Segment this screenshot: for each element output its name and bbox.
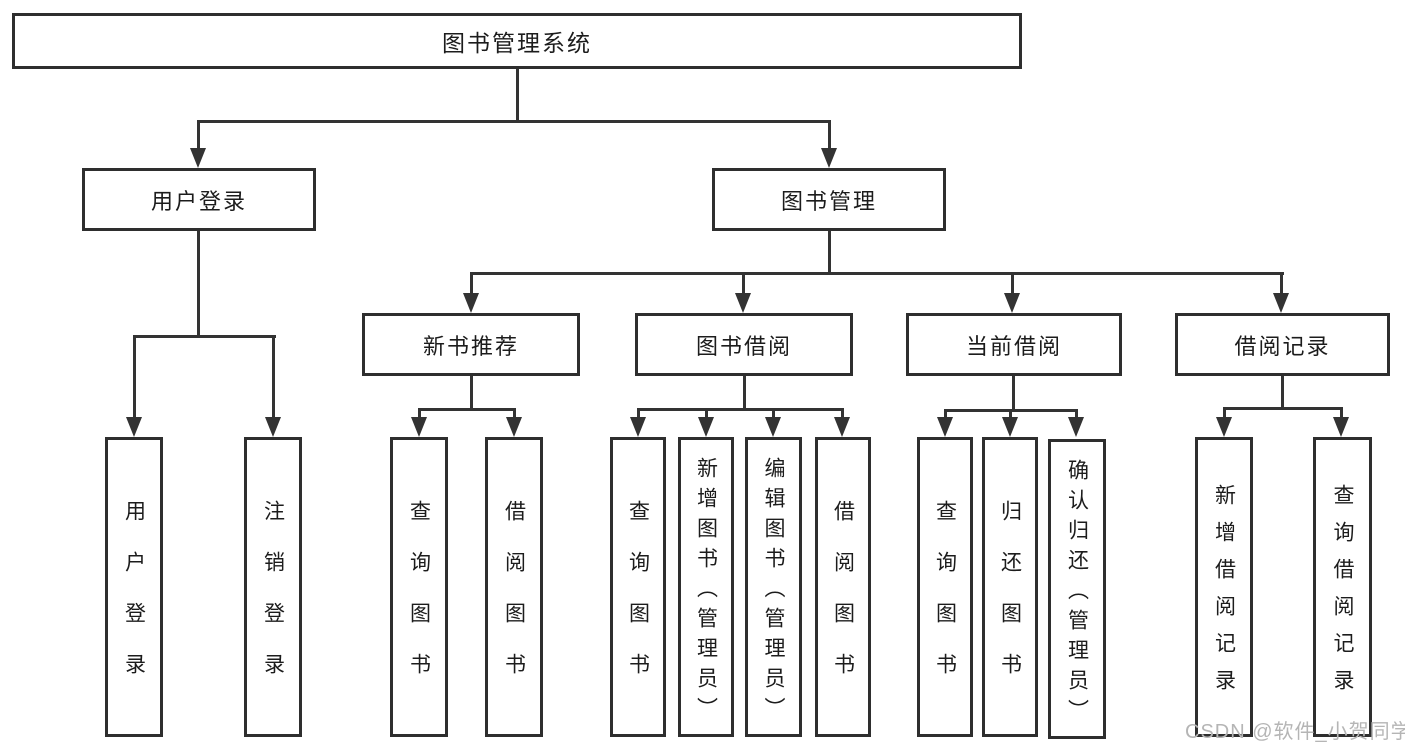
connector-line <box>418 408 421 421</box>
csdn-watermark: CSDN @软件_小贺同学 <box>1185 721 1405 743</box>
arrowhead-icon <box>834 417 850 437</box>
leaf-query-books: 查询图书 <box>390 437 448 737</box>
arrowhead-icon <box>630 417 646 437</box>
arrowhead-icon <box>937 417 953 437</box>
leaf-label: 借阅图书 <box>502 500 526 704</box>
connector-line <box>470 272 473 297</box>
leaf-label: 用户登录 <box>122 500 146 704</box>
arrowhead-icon <box>411 417 427 437</box>
connector-line <box>841 408 844 421</box>
leaf-label: 借阅图书 <box>831 500 855 704</box>
node-library-management-system: 图书管理系统 <box>12 13 1022 69</box>
leaf-query-borrow-record: 查询借阅记录 <box>1313 437 1372 737</box>
node-book-management: 图书管理 <box>712 168 946 231</box>
leaf-borrow-books: 借阅图书 <box>485 437 543 737</box>
leaf-label: 新增借阅记录 <box>1212 484 1236 706</box>
leaf-return-books: 归还图书 <box>982 437 1038 737</box>
leaf-label: 注销登录 <box>261 500 285 704</box>
connector-line <box>944 409 947 421</box>
connector-line <box>743 376 746 410</box>
connector-line <box>705 408 708 421</box>
arrowhead-icon <box>1002 417 1018 437</box>
leaf-label: 查询图书 <box>407 500 431 704</box>
connector-line <box>197 231 200 338</box>
arrowhead-icon <box>126 417 142 437</box>
connector-line <box>1281 376 1284 409</box>
arrowhead-icon <box>1333 417 1349 437</box>
connector-line <box>197 120 831 123</box>
connector-line <box>637 408 640 421</box>
connector-line <box>272 335 275 421</box>
arrowhead-icon <box>265 417 281 437</box>
connector-line <box>742 272 745 297</box>
leaf-borrow-books: 借阅图书 <box>815 437 871 737</box>
connector-line <box>1012 376 1015 411</box>
node-current-borrowing: 当前借阅 <box>906 313 1122 376</box>
connector-line <box>1280 272 1283 297</box>
node-borrowing-records: 借阅记录 <box>1175 313 1390 376</box>
node-new-book-recommendation: 新书推荐 <box>362 313 580 376</box>
connector-line <box>1340 407 1343 421</box>
connector-line <box>1009 409 1012 421</box>
leaf-label: 归还图书 <box>998 500 1022 704</box>
arrowhead-icon <box>698 417 714 437</box>
connector-line <box>133 335 276 338</box>
connector-line <box>828 120 831 152</box>
arrowhead-icon <box>821 148 837 168</box>
connector-line <box>513 408 516 421</box>
connector-line <box>470 376 473 410</box>
connector-line <box>1223 407 1343 410</box>
leaf-label: 编辑图书（管理员） <box>762 456 785 727</box>
connector-line <box>1075 409 1078 421</box>
leaf-label: 新增图书（管理员） <box>694 456 718 727</box>
connector-line <box>637 408 844 411</box>
leaf-confirm-return-admin: 确认归还（管理员） <box>1048 439 1106 739</box>
connector-line <box>418 408 516 411</box>
leaf-label: 查询图书 <box>626 500 650 704</box>
connector-line <box>133 335 136 421</box>
connector-line <box>828 231 831 275</box>
arrowhead-icon <box>735 293 751 313</box>
connector-line <box>1223 407 1226 421</box>
arrowhead-icon <box>463 293 479 313</box>
leaf-label: 查询图书 <box>933 500 957 704</box>
connector-line <box>1011 272 1014 297</box>
arrowhead-icon <box>1216 417 1232 437</box>
arrowhead-icon <box>506 417 522 437</box>
node-user-login: 用户登录 <box>82 168 316 231</box>
connector-line <box>516 69 519 122</box>
node-book-borrowing: 图书借阅 <box>635 313 853 376</box>
leaf-add-books-admin: 新增图书（管理员） <box>678 437 734 737</box>
connector-line <box>772 408 775 421</box>
leaf-user-login: 用户登录 <box>105 437 163 737</box>
connector-line <box>470 272 1284 275</box>
leaf-query-books: 查询图书 <box>610 437 666 737</box>
arrowhead-icon <box>765 417 781 437</box>
leaf-add-borrow-record: 新增借阅记录 <box>1195 437 1253 737</box>
leaf-query-books: 查询图书 <box>917 437 973 737</box>
leaf-label: 查询借阅记录 <box>1331 484 1354 706</box>
arrowhead-icon <box>1068 417 1084 437</box>
connector-line <box>197 120 200 152</box>
arrowhead-icon <box>190 148 206 168</box>
leaf-edit-books-admin: 编辑图书（管理员） <box>745 437 802 737</box>
leaf-label: 确认归还（管理员） <box>1065 458 1089 729</box>
leaf-logout: 注销登录 <box>244 437 302 737</box>
arrowhead-icon <box>1004 293 1020 313</box>
arrowhead-icon <box>1273 293 1289 313</box>
